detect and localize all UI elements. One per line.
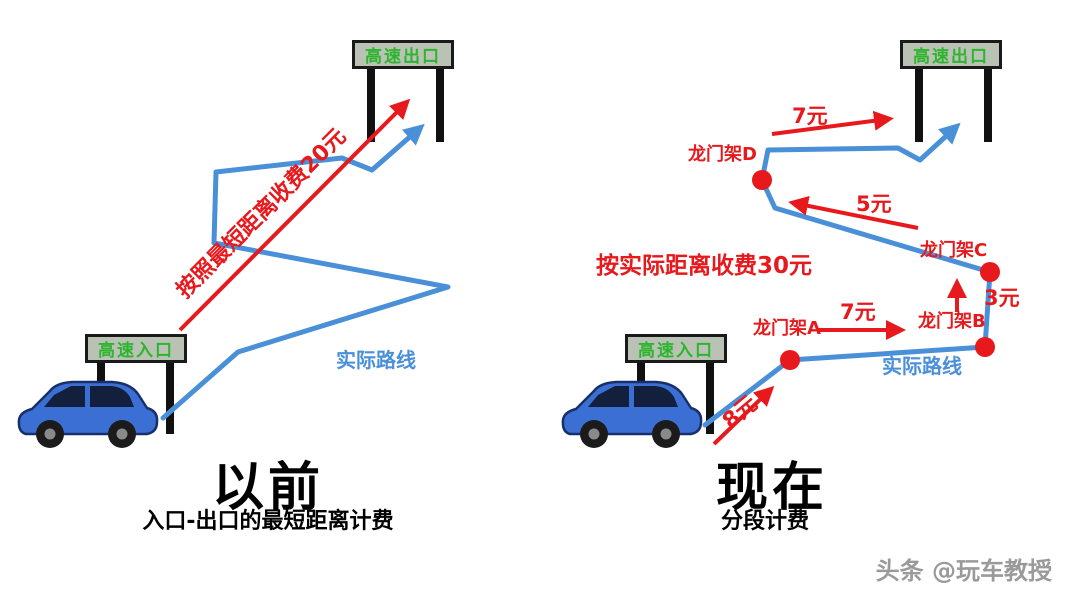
actual-distance-fee-label: 按实际距离收费30元 <box>596 253 813 279</box>
fee-label-d-to-exit: 7元 <box>792 104 828 128</box>
sign-post <box>166 360 174 434</box>
entrance-sign-left: 高速入口 <box>85 334 187 363</box>
shortest-distance-arrow <box>178 98 411 332</box>
sign-post <box>436 66 444 142</box>
gantry-dot-c <box>980 262 1000 282</box>
panel-subtitle-before: 入口-出口的最短距离计费 <box>142 509 394 534</box>
gantry-label-a: 龙门架A <box>753 318 821 339</box>
fee-label-a-to-b: 7元 <box>840 300 876 324</box>
fee-arrow-entrance-to-a <box>712 385 775 446</box>
actual-route-path-right <box>702 122 993 428</box>
gantry-label-b: 龙门架B <box>918 311 986 332</box>
actual-route-path-left <box>160 123 451 421</box>
fee-label-b-to-c: 3元 <box>984 286 1020 310</box>
fee-label-c-to-d: 5元 <box>856 192 892 216</box>
entrance-sign-right: 高速入口 <box>625 334 727 363</box>
panel-title-now: 现在 <box>715 458 828 518</box>
car-illustration-right <box>561 380 703 450</box>
panel-subtitle-now: 分段计费 <box>720 509 809 534</box>
actual-route-label-right: 实际路线 <box>882 354 962 378</box>
exit-sign-left: 高速出口 <box>352 40 454 69</box>
sign-post <box>367 66 375 142</box>
sign-post <box>706 360 714 434</box>
gantry-label-d: 龙门架D <box>688 144 757 165</box>
exit-sign-right: 高速出口 <box>900 40 1002 69</box>
actual-route-label-left: 实际路线 <box>336 348 416 372</box>
gantry-dot-a <box>780 350 800 370</box>
gantry-dot-d <box>752 170 772 190</box>
gantry-dot-b <box>975 337 995 357</box>
fee-arrow-d-to-exit <box>771 110 894 136</box>
panel-title-before: 以前 <box>211 458 324 518</box>
sign-post <box>915 66 923 142</box>
car-illustration-left <box>17 380 159 450</box>
sign-post <box>984 66 992 142</box>
watermark-credit: 头条 @玩车教授 <box>875 557 1052 585</box>
gantry-label-c: 龙门架C <box>920 240 988 261</box>
fee-arrow-c-to-d <box>788 195 919 230</box>
